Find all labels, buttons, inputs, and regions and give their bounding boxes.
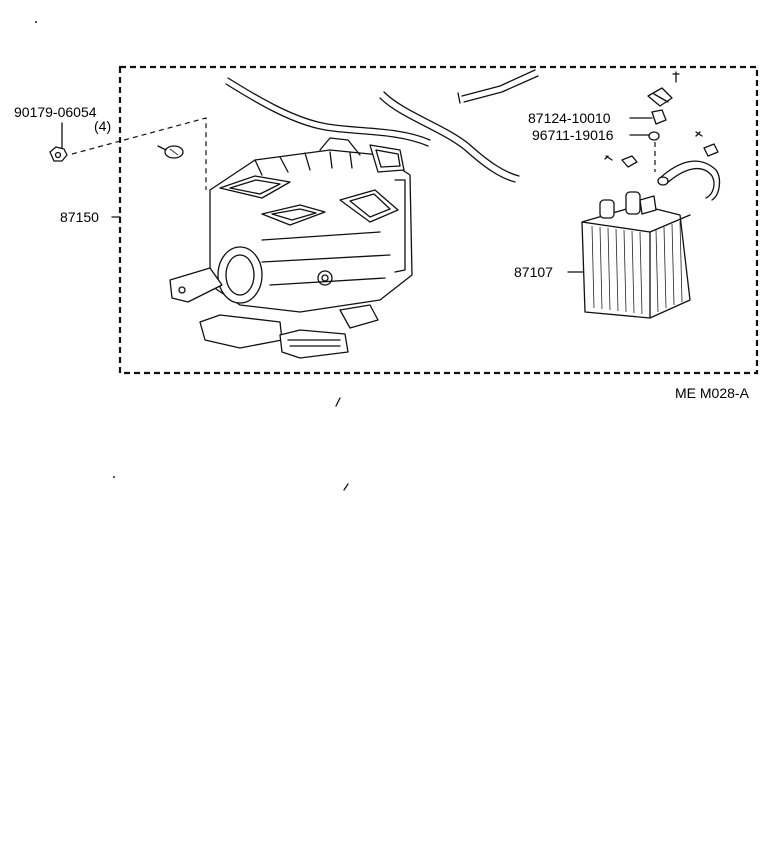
heater-core-87107 bbox=[581, 191, 691, 319]
label-90179-06054: 90179-06054 bbox=[14, 104, 97, 120]
heater-unit-87150 bbox=[169, 137, 413, 359]
scan-specks bbox=[35, 21, 349, 491]
screw-icon bbox=[157, 145, 184, 159]
clamp-87124-icon bbox=[647, 87, 673, 125]
leader-lines bbox=[61, 117, 656, 273]
assembly-frame bbox=[118, 65, 759, 375]
label-87150: 87150 bbox=[60, 209, 99, 225]
label-96711-19016: 96711-19016 bbox=[532, 127, 614, 143]
small-screws-icon bbox=[604, 71, 719, 168]
label-87124-10010: 87124-10010 bbox=[528, 110, 611, 126]
heater-pipes bbox=[657, 160, 721, 201]
label-87107: 87107 bbox=[514, 264, 553, 280]
grommet-96711-icon bbox=[648, 131, 660, 141]
label-90179-quantity: (4) bbox=[94, 118, 112, 134]
figure-code: ME M028-A bbox=[675, 385, 749, 401]
drain-hoses bbox=[225, 69, 539, 183]
bolt-90179-icon bbox=[49, 146, 68, 162]
